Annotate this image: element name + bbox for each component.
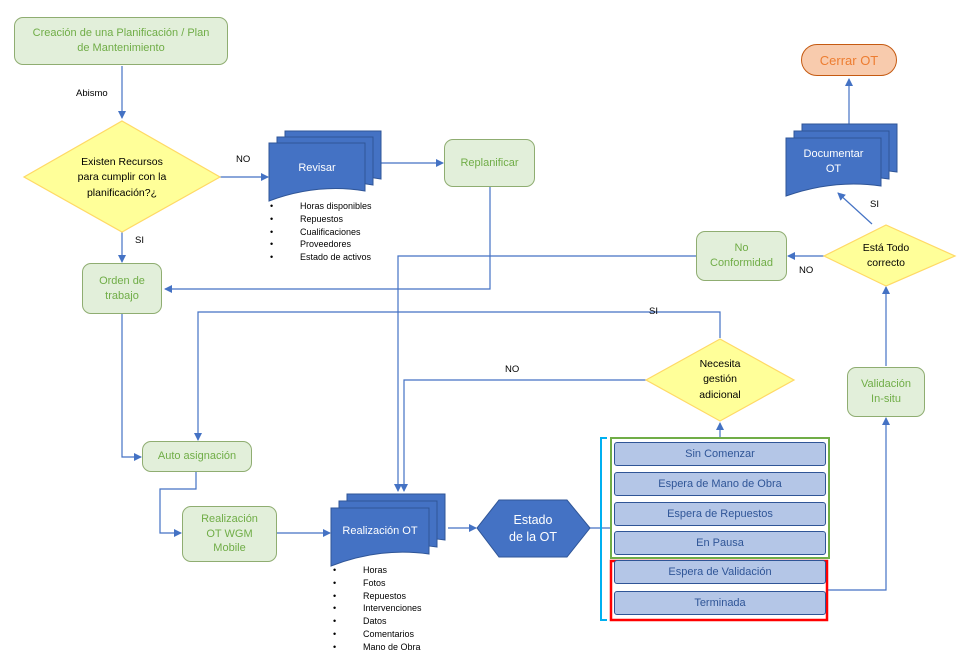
list-item: Mano de Obra xyxy=(333,641,422,654)
label-no-revisar: NO xyxy=(236,154,251,165)
diamond-esta xyxy=(822,224,957,287)
label-si-necesita: SI xyxy=(649,306,658,317)
diamond-necesita-text: Necesita gestión adicional xyxy=(699,358,741,401)
status-espera-repuestos: Espera de Repuestos xyxy=(614,502,826,526)
node-no-conformidad: No Conformidad xyxy=(696,231,787,281)
label-si-documentar: SI xyxy=(870,199,879,210)
edge-esta-documentar xyxy=(837,192,873,225)
edge-replanificar-orden xyxy=(164,187,491,293)
list-item: Horas xyxy=(333,564,422,577)
list-item: Proveedores xyxy=(270,238,372,251)
node-orden: Orden de trabajo xyxy=(82,263,162,314)
status-espera-validacion: Espera de Validación xyxy=(614,560,826,584)
documentar-label: Documentar OT xyxy=(803,148,864,175)
label-abismo: Abismo xyxy=(76,88,108,99)
list-item: Estado de activos xyxy=(270,251,372,264)
group-frame-green xyxy=(610,437,830,559)
status-bracket xyxy=(600,437,607,621)
status-espera-mano-obra: Espera de Mano de Obra xyxy=(614,472,826,496)
revisar-shape xyxy=(268,130,382,202)
label-si-orden: SI xyxy=(135,235,144,246)
list-item: Intervenciones xyxy=(333,602,422,615)
estado-label: Estado de la OT xyxy=(509,513,557,544)
edge-necesita-si xyxy=(194,311,721,441)
documentar-shape xyxy=(785,123,898,197)
node-realizacion-mobile: Realización OT WGM Mobile xyxy=(182,506,277,562)
status-sin-comenzar: Sin Comenzar xyxy=(614,442,826,466)
edge-noconformidad-realizacion xyxy=(394,255,697,492)
diamond-existen xyxy=(22,120,222,233)
list-item: Comentarios xyxy=(333,628,422,641)
label-no-necesita: NO xyxy=(505,364,520,375)
edge-terminada-validacion xyxy=(827,417,890,591)
diamond-necesita xyxy=(644,338,796,422)
list-item: Repuestos xyxy=(333,590,422,603)
list-item: Cualificaciones xyxy=(270,226,372,239)
node-replanificar: Replanificar xyxy=(444,139,535,187)
node-auto: Auto asignación xyxy=(142,441,252,472)
diamond-existen-text: Existen Recursos para cumplir con la pla… xyxy=(77,156,167,199)
estado-hexagon xyxy=(476,499,591,558)
node-creacion: Creación de una Planificación / Plan de … xyxy=(14,17,228,65)
edge-necesita-no xyxy=(400,379,646,492)
edge-auto-mobile xyxy=(159,472,197,537)
realizacion-list: Horas Fotos Repuestos Intervenciones Dat… xyxy=(333,564,422,654)
status-terminada: Terminada xyxy=(614,591,826,615)
revisar-label: Revisar xyxy=(298,161,336,174)
edge-orden-auto xyxy=(121,314,142,461)
node-cerrar: Cerrar OT xyxy=(801,44,897,76)
list-item: Fotos xyxy=(333,577,422,590)
revisar-list: Horas disponibles Repuestos Cualificacio… xyxy=(270,200,372,264)
realizacion-label: Realización OT xyxy=(342,524,418,537)
list-item: Datos xyxy=(333,615,422,628)
label-no-conformidad: NO xyxy=(799,265,814,276)
node-validacion: Validación In-situ xyxy=(847,367,925,417)
list-item: Repuestos xyxy=(270,213,372,226)
list-item: Horas disponibles xyxy=(270,200,372,213)
diamond-esta-text: Está Todo correcto xyxy=(862,241,910,269)
status-en-pausa: En Pausa xyxy=(614,531,826,555)
realizacion-shape xyxy=(330,493,446,567)
